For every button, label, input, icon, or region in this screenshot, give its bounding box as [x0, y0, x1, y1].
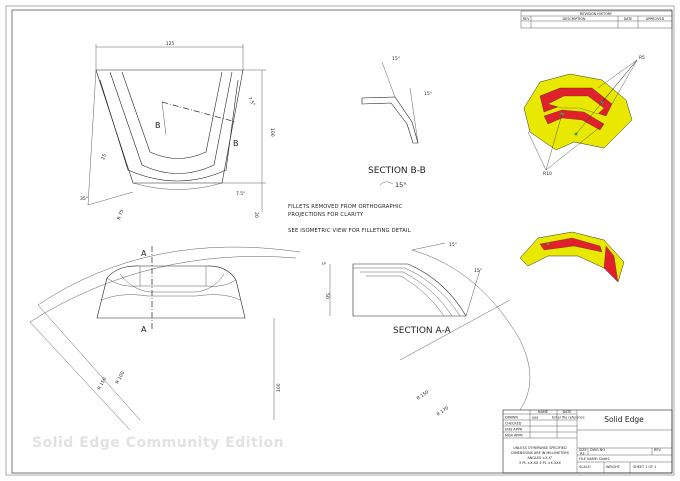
aa-title: SECTION A-A — [393, 326, 452, 336]
rev-col-description: DESCRIPTION — [563, 17, 586, 21]
bb-angle-2: 15° — [424, 91, 432, 97]
sheet-border-outer — [5, 5, 675, 476]
tb-row-drawn-name: aaa — [532, 416, 538, 420]
aa-dim-small: 5 — [320, 262, 326, 265]
rev-col-approved: APPROVED — [646, 17, 665, 21]
iso-view-1: R5 R10 — [523, 55, 645, 177]
bb-angle-1: 15° — [392, 56, 400, 62]
section-aa: 50 5 15° 15° SECTION A-A R 150 R 170 — [320, 242, 531, 418]
tb-scale: SCALE: — [579, 465, 591, 469]
tb-row-checked-label: CHECKED — [505, 422, 522, 426]
tb-header-name: NAME — [538, 410, 548, 414]
front-cut-label-2: A — [141, 325, 147, 334]
tb-rev-label: REV — [654, 448, 661, 452]
front-dim-r1: R 100 — [114, 370, 126, 385]
iso-view-2 — [519, 231, 625, 283]
tb-size-value: A3 — [580, 452, 584, 456]
note-line-3: SEE ISOMETRIC VIEW FOR FILLETING DETAIL — [288, 228, 411, 234]
front-dim-r2: R 150 — [96, 376, 108, 391]
revision-block: REVISION HISTORY REV DESCRIPTION DATE AP… — [520, 10, 673, 29]
top-dim-small: 25 — [100, 153, 108, 161]
notes: FILLETS REMOVED FROM ORTHOGRAPHIC PROJEC… — [288, 204, 411, 234]
tb-tol-4: 2 PL ±X.XX 3 PL ±X.XXX — [519, 461, 561, 465]
tb-weight: WEIGHT: — [606, 465, 621, 469]
tb-file-name: FILE NAME: Draft1 — [579, 457, 610, 461]
top-dim-angle-left: 35° — [80, 196, 88, 202]
bb-scale: 15° — [395, 181, 407, 189]
note-line-1: FILLETS REMOVED FROM ORTHOGRAPHIC — [288, 204, 403, 210]
tb-row-eng-label: ENG APPR — [505, 428, 523, 432]
front-view: A A R 100 R 150 100 — [29, 246, 301, 431]
top-dim-bottom: 20 — [253, 212, 259, 218]
top-cut-label-1: B — [155, 121, 161, 130]
bb-title: SECTION B-B — [368, 166, 426, 176]
rev-col-date: DATE — [624, 17, 633, 21]
note-line-2: PROJECTIONS FOR CLARITY — [288, 212, 364, 218]
tb-row-drawn-label: DRAWN — [505, 416, 518, 420]
top-dim-height: 100 — [269, 128, 275, 137]
top-dim-angle-top: 7.5° — [246, 96, 256, 107]
rev-col-rev: REV — [523, 17, 530, 21]
top-dim-radius: R 75 — [116, 209, 125, 221]
tb-tol-1: UNLESS OTHERWISE SPECIFIED — [513, 446, 567, 450]
front-dim-height: 100 — [276, 383, 282, 392]
tb-size-label: SIZE — [579, 448, 587, 452]
top-cut-label-2: B — [233, 139, 239, 148]
revision-title: REVISION HISTORY — [580, 12, 613, 16]
iso-callout-2: R10 — [543, 171, 552, 177]
top-dim-angle-right: 7.5° — [236, 191, 245, 197]
aa-dim-r2: R 170 — [436, 405, 450, 418]
top-view: 125 100 20 35° 7.5° 25 R 75 7.5° B B — [80, 41, 275, 221]
top-dim-width: 125 — [166, 41, 175, 47]
tb-header-date: DATE — [563, 410, 572, 414]
front-cut-label-1: A — [141, 249, 147, 258]
tb-row-mgr-label: MGR APPR — [505, 434, 523, 438]
aa-dim-r1: R 150 — [416, 389, 430, 402]
tb-sheet: SHEET 1 OF 1 — [633, 465, 656, 469]
aa-dim-height: 50 — [324, 293, 330, 299]
watermark: Solid Edge Community Edition — [32, 435, 284, 451]
iso-callout-1: R5 — [639, 55, 645, 61]
aa-angle-1: 15° — [449, 242, 457, 248]
aa-angle-2: 15° — [474, 268, 482, 274]
sheet-border-inner — [11, 9, 673, 474]
tb-company: Solid Edge — [604, 415, 644, 424]
tb-tol-3: ANGLES ±X.X° — [527, 456, 552, 460]
tb-row-drawn-date: Enter file reference — [552, 416, 585, 420]
section-bb: 15° 15° SECTION B-B 15° — [361, 56, 432, 189]
tb-dwg-no-label: DWG NO — [590, 448, 605, 452]
title-block: NAME DATE DRAWN aaa Enter file reference… — [502, 409, 673, 474]
fillet-dot-4 — [546, 242, 550, 246]
tb-tol-2: DIMENSIONS ARE IN MILLIMETERS — [511, 451, 569, 455]
bb-rotate-icon — [379, 181, 394, 186]
